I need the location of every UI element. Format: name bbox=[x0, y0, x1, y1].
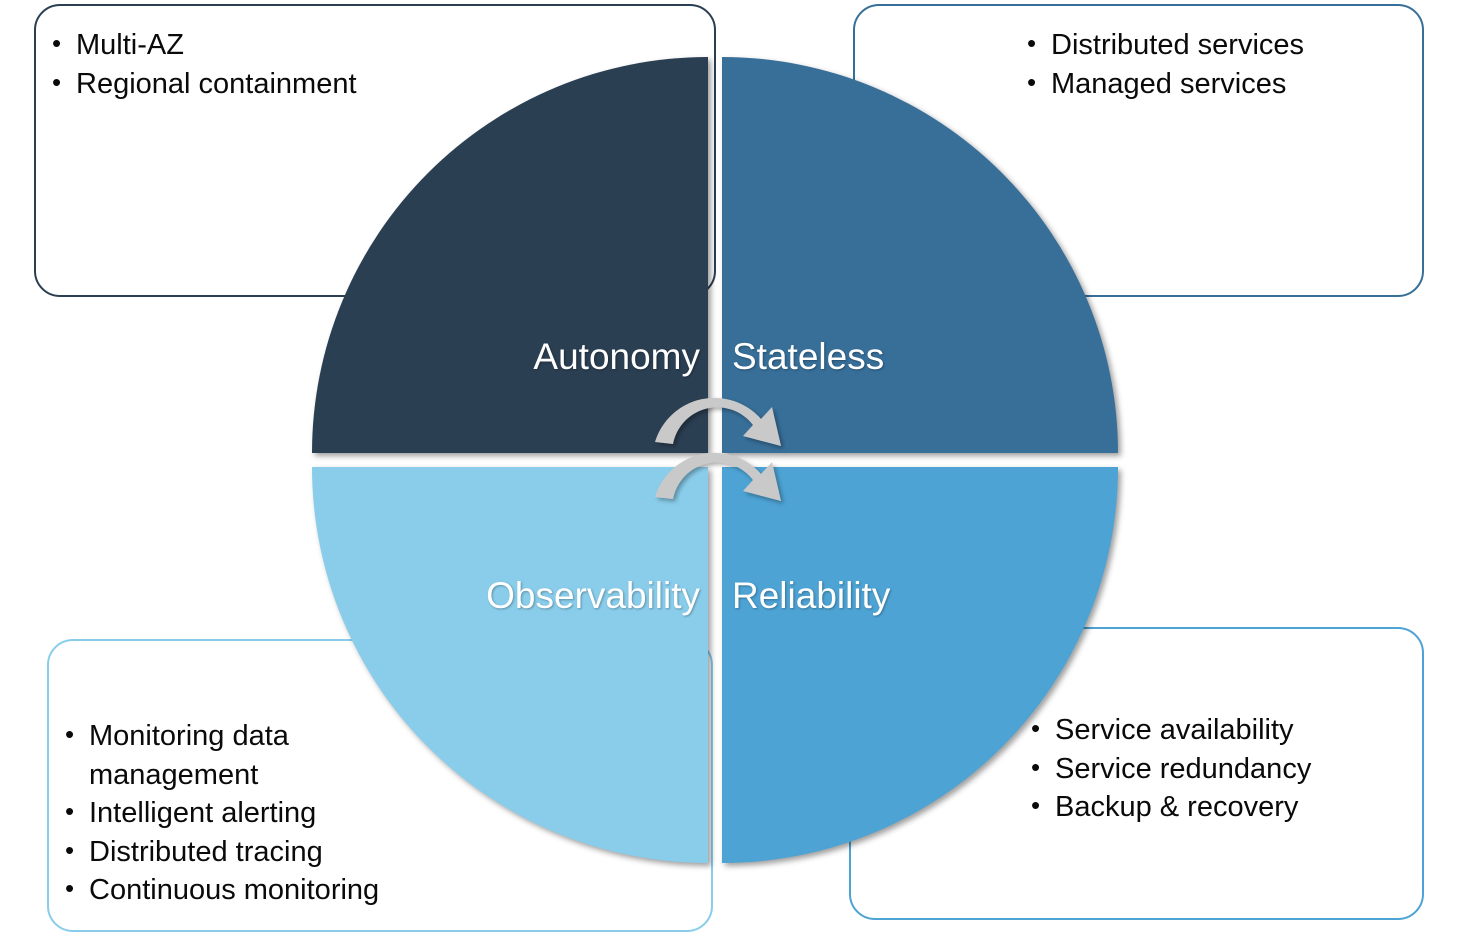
quadrant-stateless-shape bbox=[722, 57, 1118, 453]
list-item: Monitoring data management bbox=[63, 717, 711, 794]
quadrant-observability[interactable]: Observability bbox=[312, 467, 708, 863]
quadrant-observability-shape bbox=[312, 467, 708, 863]
list-item: Distributed tracing bbox=[63, 833, 711, 872]
bullet-list-stateless: Distributed services Managed services bbox=[855, 6, 1422, 103]
list-item: Multi-AZ bbox=[50, 26, 714, 65]
list-item: Continuous monitoring bbox=[63, 871, 711, 910]
list-item: Service redundancy bbox=[1029, 750, 1422, 789]
quadrant-wheel: Autonomy Stateless Observability Reliabi… bbox=[312, 57, 1118, 863]
bullet-list-observability: Monitoring data management Intelligent a… bbox=[49, 641, 711, 910]
list-item: Intelligent alerting bbox=[63, 794, 711, 833]
quadrant-autonomy-shape bbox=[312, 57, 708, 453]
bullet-list-reliability: Service availability Service redundancy … bbox=[851, 629, 1422, 827]
bullet-list-autonomy: Multi-AZ Regional containment bbox=[36, 6, 714, 103]
quadrant-label-reliability: Reliability bbox=[732, 575, 891, 616]
quadrant-reliability[interactable]: Reliability bbox=[722, 467, 1118, 863]
list-item: Distributed services bbox=[1025, 26, 1422, 65]
quadrant-autonomy[interactable]: Autonomy bbox=[312, 57, 708, 453]
quadrant-stateless[interactable]: Stateless bbox=[722, 57, 1118, 453]
quadrant-label-stateless: Stateless bbox=[732, 336, 885, 377]
list-item: Regional containment bbox=[50, 65, 714, 104]
list-item: Backup & recovery bbox=[1029, 788, 1422, 827]
quadrant-reliability-shape bbox=[722, 467, 1118, 863]
quadrant-label-observability: Observability bbox=[486, 575, 700, 616]
list-item: Managed services bbox=[1025, 65, 1422, 104]
quadrant-label-autonomy: Autonomy bbox=[533, 336, 700, 377]
list-item: Service availability bbox=[1029, 711, 1422, 750]
